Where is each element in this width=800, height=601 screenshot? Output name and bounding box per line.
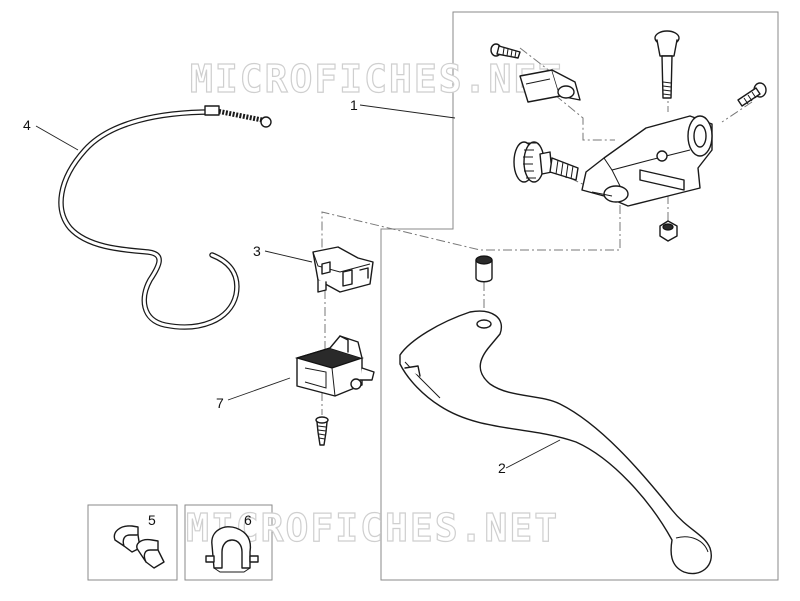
inset-box-6	[184, 504, 273, 581]
inset-box-5	[87, 504, 178, 581]
housing-screw	[315, 416, 329, 446]
cable-bracket	[519, 69, 581, 103]
micro-switch	[312, 246, 374, 293]
lever-mount-assembly	[490, 30, 767, 242]
callout-3: 3	[253, 243, 261, 259]
callout-6: 6	[244, 512, 252, 528]
cable-end-nipple-icon	[260, 116, 272, 128]
lever-bushing	[475, 255, 493, 283]
assembly-frame-upper	[380, 11, 779, 581]
switch-cable	[58, 105, 272, 330]
cable-clip	[113, 525, 165, 569]
pivot-pin	[654, 30, 680, 99]
clutch-lever	[399, 310, 712, 575]
cable-ferrule-icon	[204, 105, 220, 116]
watermark-top: MICROFICHES.NET	[190, 57, 563, 101]
assembly-guide-lines	[321, 47, 753, 415]
callout-2: 2	[498, 460, 506, 476]
mount-screw-left	[490, 43, 521, 59]
switch-housing	[294, 335, 375, 397]
callout-1: 1	[350, 97, 358, 113]
callout-leaders	[35, 104, 561, 469]
callout-numbers: 1 2 3 4 5 6 7	[23, 97, 506, 528]
callout-7: 7	[216, 395, 224, 411]
cable-clamp	[205, 526, 259, 573]
callout-5: 5	[148, 512, 156, 528]
mount-screw-right	[737, 82, 767, 107]
callout-4: 4	[23, 117, 31, 133]
lever-mount-body	[581, 115, 713, 207]
mount-nut	[659, 220, 678, 242]
adjuster-knob	[513, 141, 579, 183]
